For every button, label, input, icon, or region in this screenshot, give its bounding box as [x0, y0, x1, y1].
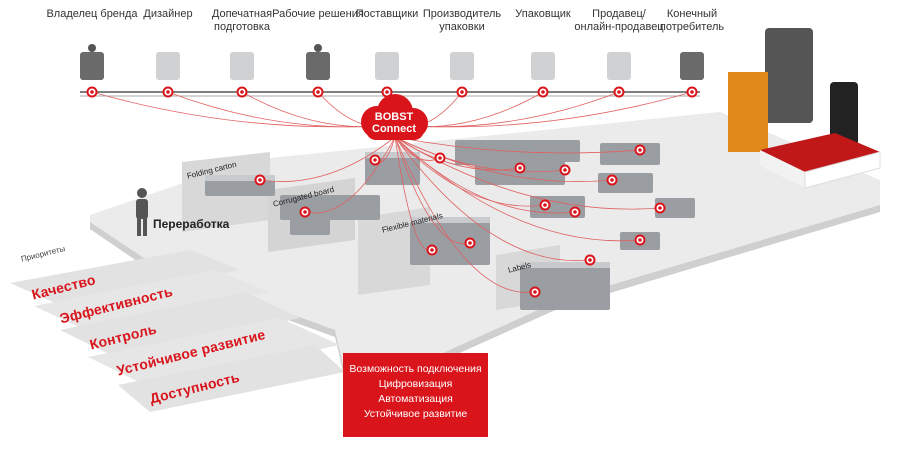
connector-role-9	[394, 91, 693, 128]
machine-node-14-dot	[638, 238, 642, 242]
role-label-7: Упаковщик	[515, 8, 571, 20]
machine-labels	[520, 265, 610, 310]
capability-3: Автоматизация	[378, 393, 453, 405]
role-node-5-dot	[385, 90, 389, 94]
role-node-3-dot	[240, 90, 244, 94]
role-label-2: Дизайнер	[143, 8, 193, 20]
priority-stripe-3	[60, 292, 300, 357]
capability-1: Возможность подключения	[349, 363, 482, 375]
role-icons	[80, 44, 704, 80]
machine-highlight-3	[410, 217, 490, 223]
machine-node-7-dot	[518, 166, 522, 170]
connector-machine-1	[259, 136, 396, 182]
role-node-4-dot	[316, 90, 320, 94]
role-node-9-dot	[690, 90, 694, 94]
role-label-6: Производитель упаковки	[422, 8, 502, 33]
machine-right-1	[598, 173, 653, 193]
connector-machine-2	[304, 136, 396, 214]
priority-stripe-5	[118, 345, 345, 412]
machine-node-11-dot	[610, 178, 614, 182]
machine-node-13-dot	[658, 206, 662, 210]
machine-node-4-dot	[438, 156, 442, 160]
priority-stripe-1	[10, 250, 240, 305]
capability-4: Устойчивое развитие	[363, 408, 468, 420]
machine-icon	[450, 52, 474, 80]
machine-node-1-dot	[258, 178, 262, 182]
machine-node-10-dot	[573, 210, 577, 214]
priority-stripe-4	[88, 318, 340, 385]
person-icon	[80, 44, 104, 80]
machine-right-3	[655, 198, 695, 218]
packer-icon	[531, 52, 555, 80]
machine-node-16-dot	[588, 258, 592, 262]
capabilities-box: Возможность подключения Цифровизация Авт…	[343, 353, 488, 437]
machine-flexible	[410, 220, 490, 265]
machine-highlight-1	[205, 175, 275, 181]
connector-machine-12	[394, 136, 641, 154]
machine-node-2-dot	[303, 210, 307, 214]
role-label-9: Конечный потребитель	[659, 8, 725, 33]
juice-box-product	[728, 72, 768, 152]
connector-machine-9	[394, 136, 546, 207]
connector-machine-14	[394, 136, 641, 242]
plates-icon	[230, 52, 254, 80]
network-person-icon	[306, 44, 330, 80]
cart-icon	[680, 52, 704, 80]
connector-machine-6	[394, 136, 471, 245]
machine-highlight-2	[365, 152, 420, 158]
connector-machine-16	[394, 136, 591, 262]
role-label-4: Рабочие решения	[272, 8, 364, 20]
machine-back-2	[500, 140, 580, 162]
connector-lines	[91, 91, 693, 293]
role-node-8-dot	[617, 90, 621, 94]
strawberry-box-side	[760, 150, 805, 188]
role-node-1-dot	[90, 90, 94, 94]
strawberry-box-front	[804, 151, 881, 189]
role-label-5: Поставщики	[355, 8, 419, 20]
machine-node-6-dot	[468, 241, 472, 245]
operator-label: Переработка	[153, 217, 230, 231]
hub-line-2: Connect	[372, 123, 416, 135]
connector-machine-11	[394, 136, 613, 182]
machine-back-3	[600, 143, 660, 165]
machine-node-3-dot	[373, 158, 377, 162]
role-label-8: Продавец/ онлайн-продавец	[574, 8, 664, 33]
role-node-7-dot	[541, 90, 545, 94]
bag-product	[765, 28, 813, 123]
desk-icon	[156, 52, 180, 80]
bobst-connect-hub	[361, 94, 428, 140]
pallet-icon	[375, 52, 399, 80]
operator-person-icon	[136, 188, 148, 236]
strawberry-box-product	[760, 133, 880, 172]
shelf-icon	[607, 52, 631, 80]
machine-back-1	[455, 140, 505, 165]
machine-node-15-dot	[533, 290, 537, 294]
capability-2: Цифровизация	[378, 378, 453, 390]
machine-node-5-dot	[430, 248, 434, 252]
machine-corrugated-2	[290, 205, 330, 235]
connector-machine-15	[394, 136, 536, 293]
machine-node-12-dot	[638, 148, 642, 152]
machine-highlight-4	[520, 262, 610, 268]
role-label-1: Владелец бренда	[46, 8, 138, 20]
hub-label: BOBST Connect	[358, 111, 430, 135]
connection-nodes	[86, 86, 698, 298]
role-node-6-dot	[460, 90, 464, 94]
role-label-3: Допечатная подготовка	[211, 8, 273, 33]
machine-node-8-dot	[563, 168, 567, 172]
machine-node-9-dot	[543, 203, 547, 207]
hub-line-1: BOBST	[374, 111, 414, 123]
role-node-2-dot	[166, 90, 170, 94]
priority-stripe-2	[34, 270, 270, 330]
connector-machine-13	[394, 136, 661, 210]
